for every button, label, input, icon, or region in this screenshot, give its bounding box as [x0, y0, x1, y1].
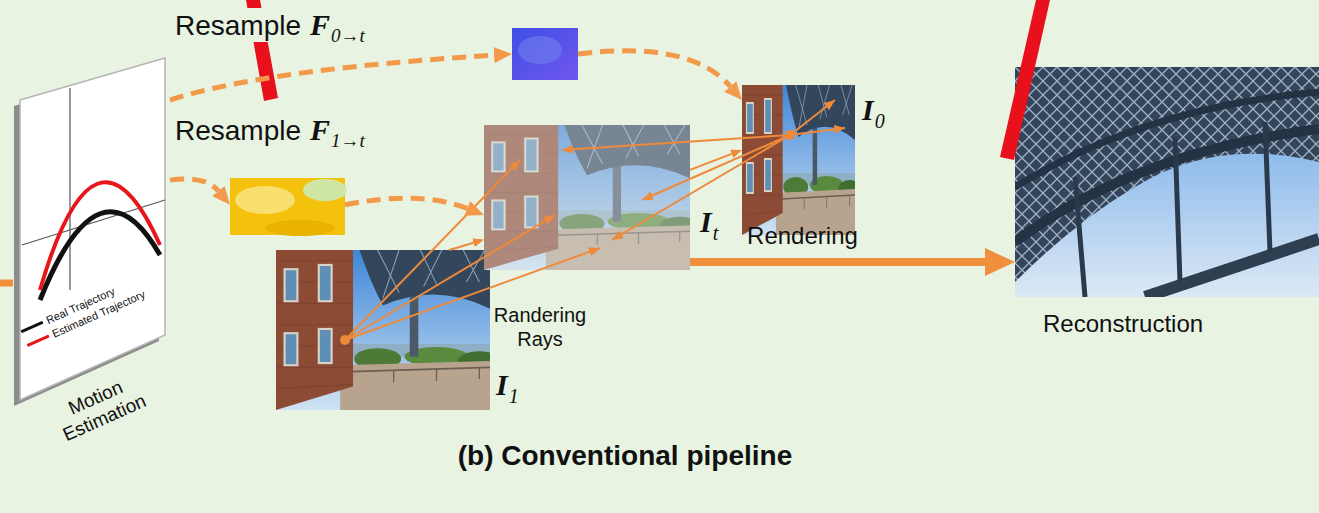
flow-map: ResampleF1→t [230, 178, 345, 235]
incoming-arrow-stub [0, 280, 13, 287]
image-subscript: t [713, 222, 719, 244]
ray-origin-dot [340, 335, 350, 345]
resample-word: Resample [175, 10, 301, 41]
annotation-text: Randering Rays [490, 303, 590, 351]
image-subscript: 0 [875, 110, 885, 132]
label-group: I0 [862, 93, 885, 127]
frame-image: It [484, 125, 690, 270]
image-symbol: I [700, 205, 712, 238]
ray-arrow [449, 243, 473, 250]
image-symbol: I [862, 93, 874, 126]
dashed-flow-arrow [345, 198, 467, 208]
label-group: It [700, 205, 718, 239]
ray-origin-dot [785, 130, 795, 140]
motion-caption: Motion Estimation [32, 361, 169, 454]
label-group: Motion Estimation [32, 361, 169, 454]
flow-symbol: F [310, 113, 330, 146]
rendering-arrow [690, 258, 985, 266]
reconstruction-caption: Reconstruction [1043, 310, 1203, 337]
flow-map: ResampleF0→t [512, 28, 578, 80]
legend-line [27, 335, 49, 345]
dashed-flow-arrow [578, 51, 730, 87]
resample-word: Resample [175, 115, 301, 146]
label-group: Reconstruction [1043, 310, 1203, 338]
dashed-flow-arrow [170, 179, 218, 191]
reconstruction-image: Reconstruction [1015, 67, 1319, 297]
image-symbol: I [496, 368, 508, 401]
image-subscript: 1 [509, 385, 519, 407]
figure-caption: (b) Conventional pipeline [425, 440, 825, 472]
label-group: I1 [496, 368, 519, 402]
render-rays [345, 100, 845, 340]
flow-subscript: 1→t [331, 130, 365, 151]
flow-subscript: 0→t [331, 25, 365, 46]
ray-arrow [690, 154, 732, 170]
reconstruction-photo [1015, 67, 1319, 297]
frame-images [276, 85, 861, 410]
motion-estimation-panel: Motion Estimation [20, 58, 170, 400]
label-group: ResampleF0→t [172, 8, 368, 42]
flow-symbol: F [310, 8, 330, 41]
frame-image: I0 [742, 85, 855, 235]
motion-plot [14, 58, 165, 406]
dashed-flow-arrow [170, 55, 494, 100]
edge-label: Rendering [747, 222, 858, 250]
frame-image: I1 [276, 250, 490, 410]
legend-line [21, 322, 43, 332]
label-group: ResampleF1→t [172, 113, 368, 147]
